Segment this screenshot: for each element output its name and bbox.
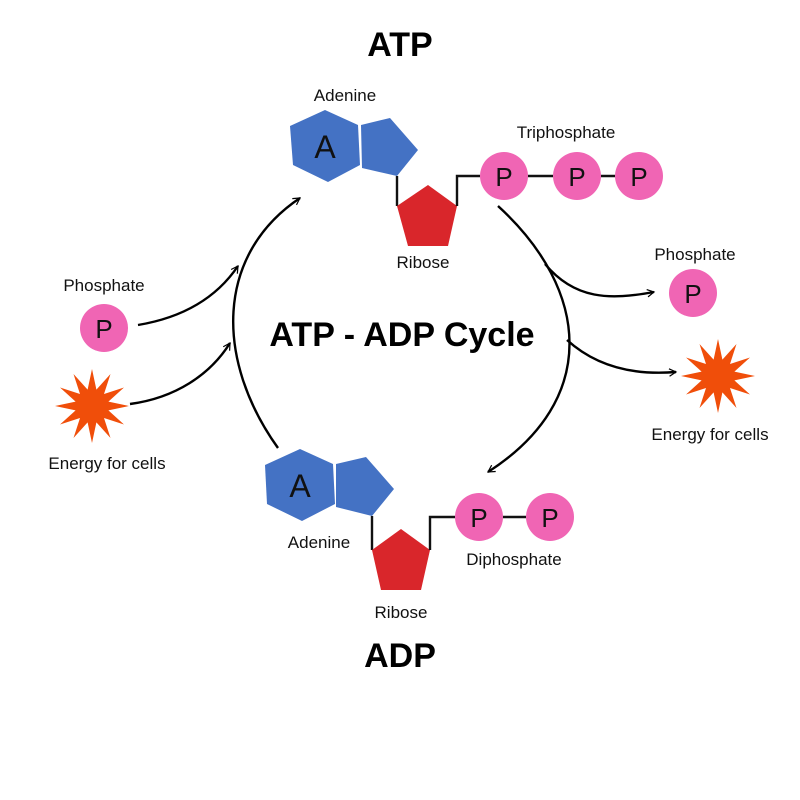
output-energy-arrow [566,339,678,377]
cycle-arc-left [232,197,302,449]
atp-phosphate-3 [615,152,663,200]
adp-phosphate-1-letter: P [470,503,487,533]
atp-ribose-label: Ribose [397,253,450,272]
atp-adenine-letter: A [314,129,336,165]
adp-phosphate-2 [526,493,574,541]
output-phosphate-arrow [544,263,656,298]
input-energy-arrow [129,341,232,406]
adp-diphosphate-label: Diphosphate [466,550,561,569]
adp-adenine-label: Adenine [288,533,350,552]
atp-phosphate-1-letter: P [495,162,512,192]
adp-ribose-label: Ribose [375,603,428,622]
atp-triphosphate-label: Triphosphate [517,123,616,142]
adp-phosphate-1 [455,493,503,541]
atp-ribose-pentagon [397,185,457,246]
atp-phosphate-2-letter: P [568,162,585,192]
input-phosphate-circle [80,304,128,352]
atp-molecule: Adenine A Ribose Triphosphate P P P [290,86,663,272]
input-energy-starburst-icon [55,369,129,443]
atp-title: ATP [367,26,432,64]
adp-adenine-pentagon [336,457,394,516]
adp-molecule: A Adenine Ribose P P Diphosphate [265,449,574,622]
atp-adenine-hexagon [290,110,360,182]
adp-adenine-hexagon [265,449,335,521]
input-phosphate-arrow [137,264,239,327]
input-phosphate-label: Phosphate [63,276,144,295]
cycle-title: ATP - ADP Cycle [269,316,534,354]
adp-ribose-pentagon [372,529,430,590]
atp-ribose-phosphate-bond [455,174,480,206]
atp-adenine-pentagon [361,118,418,176]
input-side: Phosphate P Energy for cells [48,276,165,473]
atp-adenine-label: Adenine [314,86,376,105]
adp-ribose-phosphate-bond [428,515,455,550]
output-phosphate-letter: P [684,279,701,309]
input-energy-label: Energy for cells [48,454,165,473]
output-energy-label: Energy for cells [651,425,768,444]
adp-title: ADP [364,637,436,675]
output-phosphate-label: Phosphate [654,245,735,264]
atp-phosphate-2 [553,152,601,200]
adp-phosphate-2-letter: P [541,503,558,533]
input-phosphate-letter: P [95,314,112,344]
output-side: Phosphate P Energy for cells [651,245,768,444]
atp-phosphate-1 [480,152,528,200]
output-energy-starburst-icon [681,339,755,413]
output-phosphate-circle [669,269,717,317]
atp-phosphate-3-letter: P [630,162,647,192]
adp-adenine-letter: A [289,468,311,504]
